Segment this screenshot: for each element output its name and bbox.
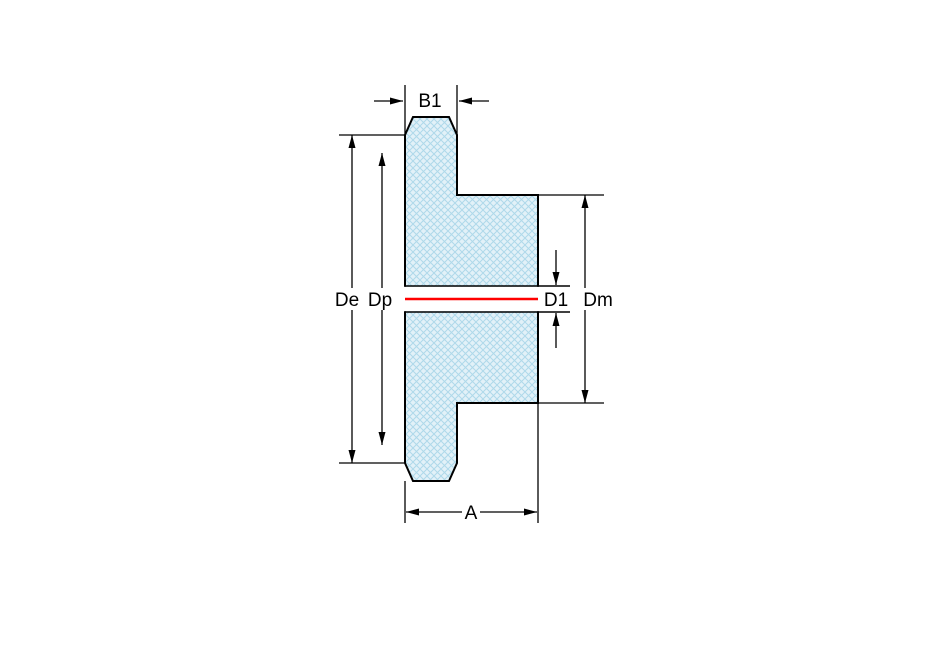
de-label-bg (333, 288, 362, 310)
dm-label: Dm (583, 290, 613, 311)
a-label: A (465, 503, 478, 524)
dp-label-bg (366, 288, 395, 310)
b1-label: B1 (418, 91, 441, 112)
diameter-labels: De Dp D1 Dm A (333, 288, 615, 524)
de-label: De (335, 290, 359, 311)
dm-label-bg (581, 288, 615, 310)
dimension-b1: B1 (374, 85, 489, 135)
d1-label-bg (542, 288, 571, 310)
d1-label: D1 (544, 290, 568, 311)
sprocket-body (403, 116, 570, 482)
a-label-bg (462, 501, 480, 523)
dp-label: Dp (368, 290, 392, 311)
